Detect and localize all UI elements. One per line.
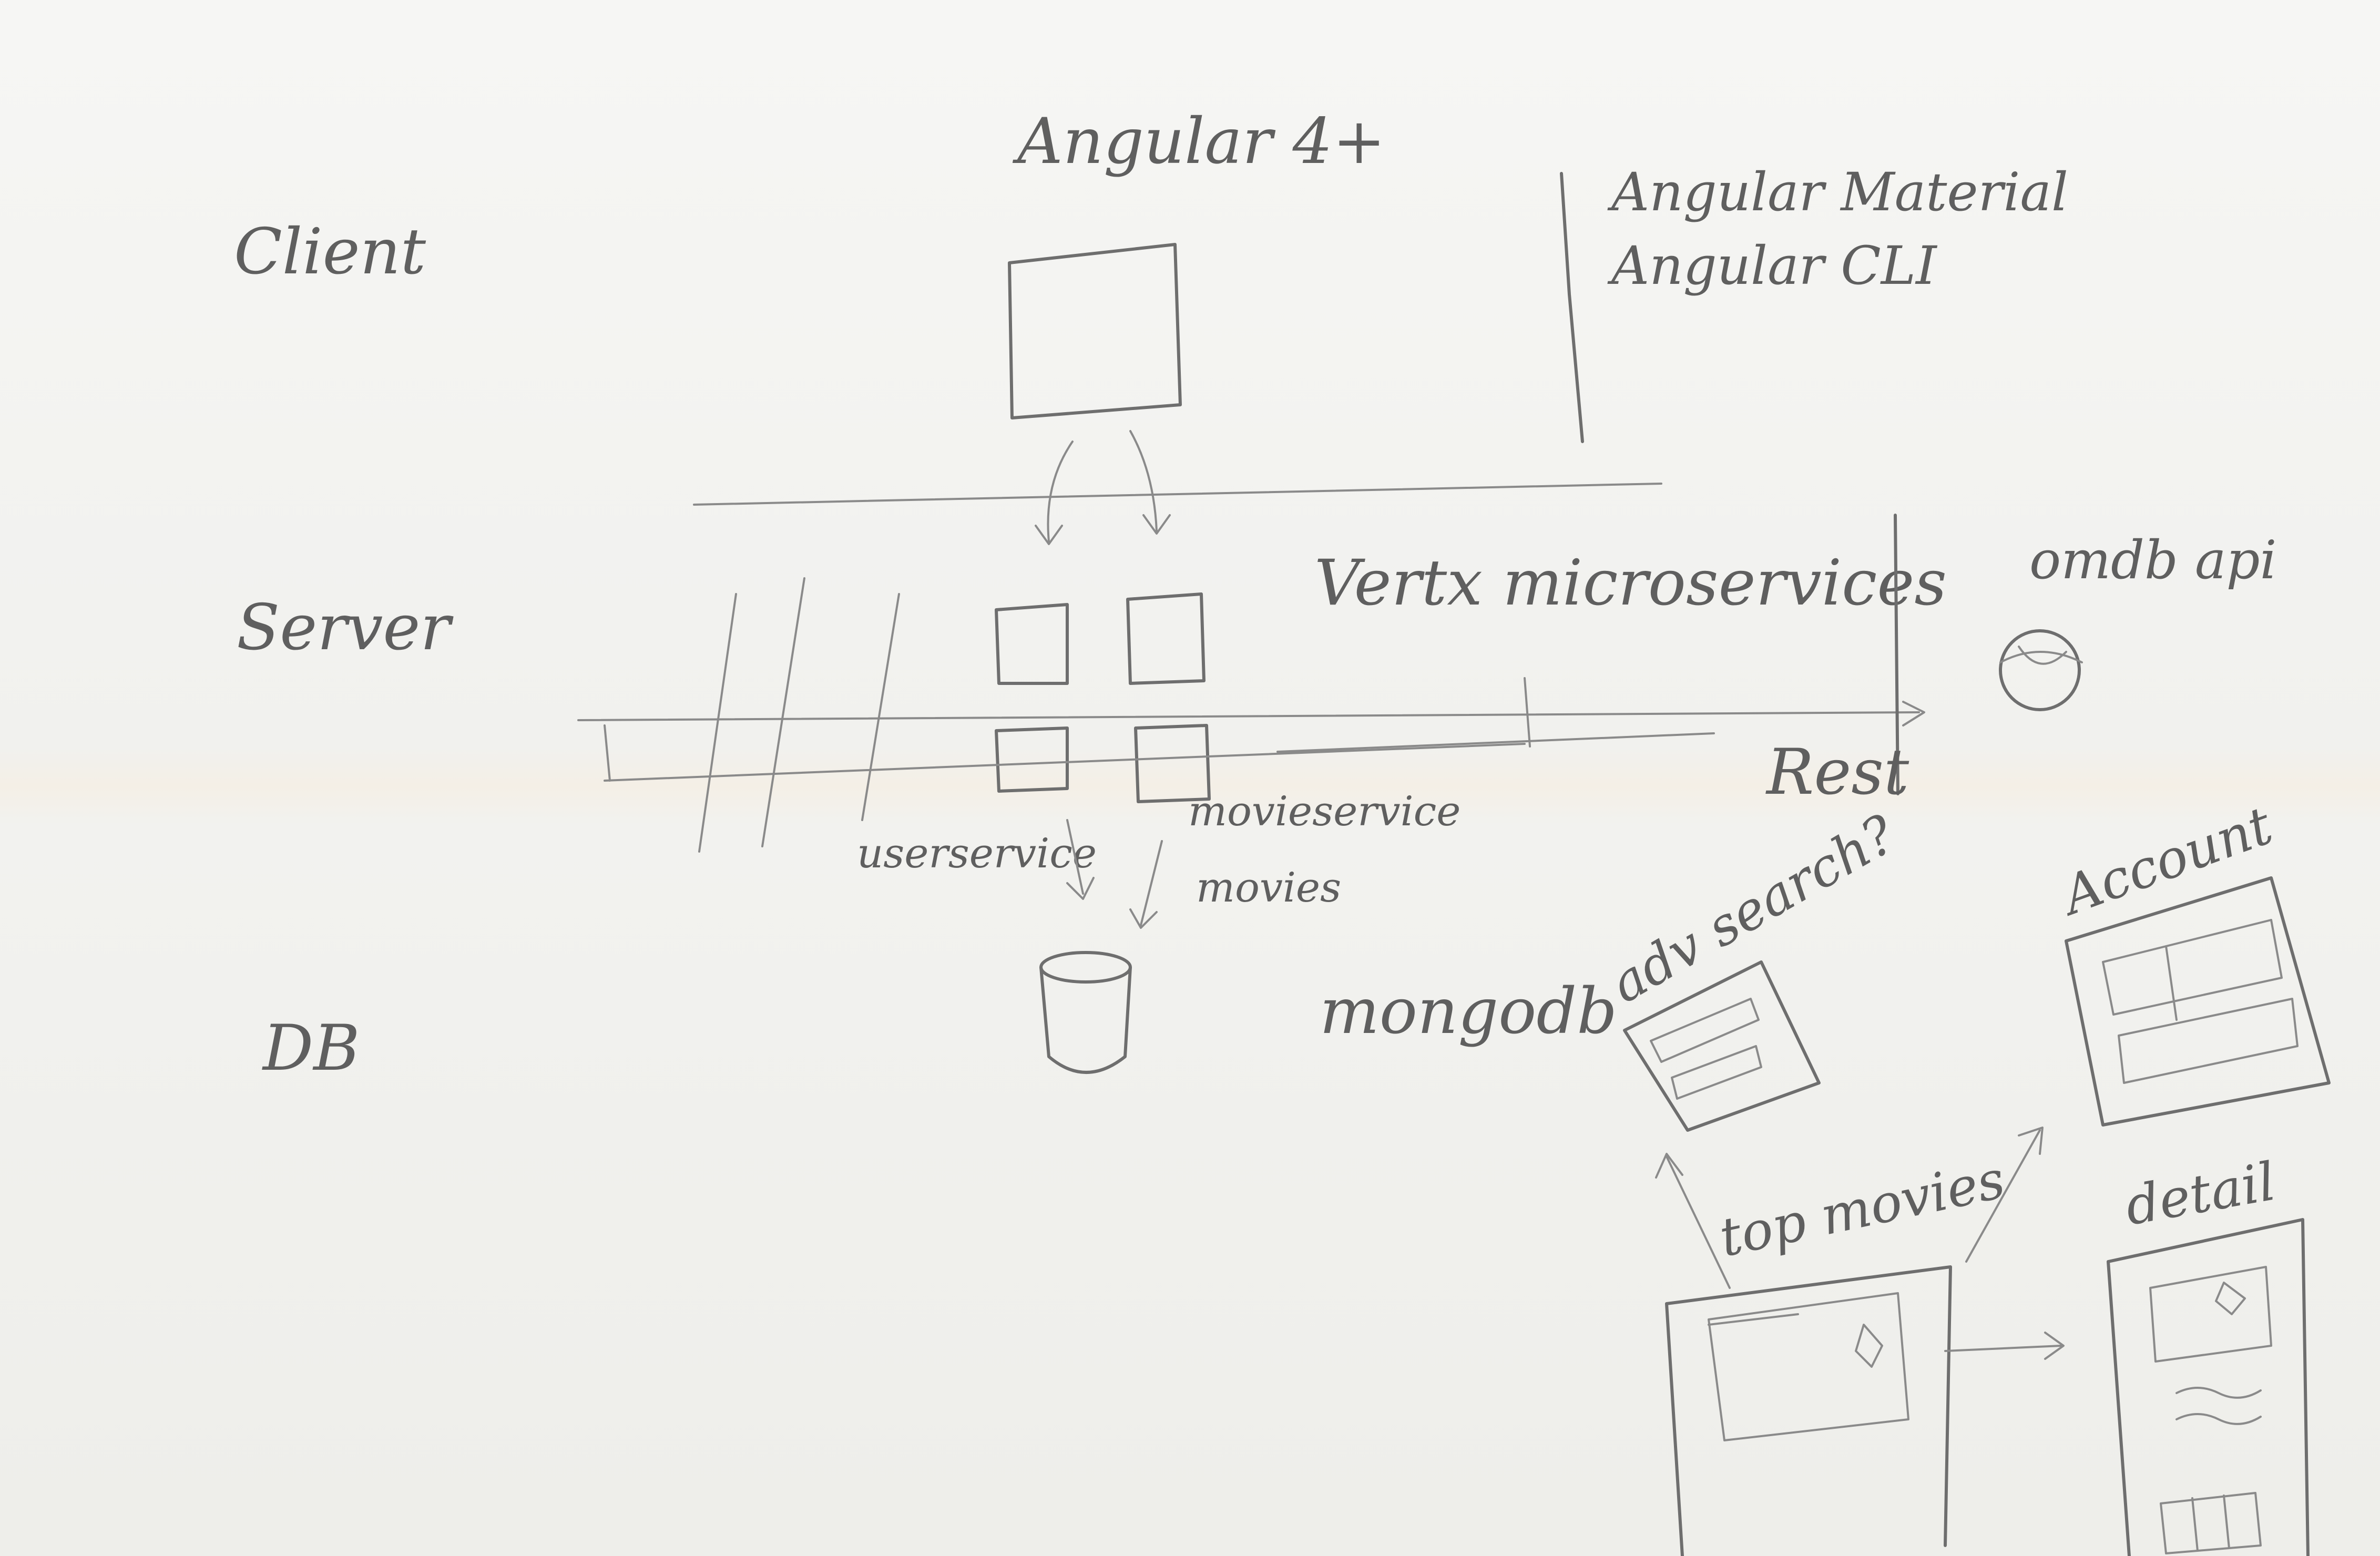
arrow-to-account (1965, 1129, 2041, 1263)
label-client: Client (234, 216, 426, 289)
arrow-to-adv-search (1666, 1155, 1731, 1289)
top-movies-label: top movies (1714, 1149, 2010, 1269)
arrow-client-to-userservice (1047, 441, 1074, 542)
external-api-label: omdb api (2029, 529, 2276, 591)
bus-hatching (698, 577, 900, 853)
account-label: Account (2051, 794, 2281, 928)
userservice-box-top (995, 603, 1069, 685)
lib-angular-material: Angular Material (1607, 161, 2068, 223)
account-wireframe (2065, 876, 2331, 1127)
label-server: Server (237, 591, 454, 664)
client-server-separator (693, 483, 1662, 506)
userservice-label: userservice (857, 830, 1097, 877)
vertx-bus (577, 677, 1920, 782)
lib-angular-cli: Angular CLI (1607, 235, 1938, 296)
movieservice-box-bottom (1134, 724, 1211, 803)
movieservice-box-top (1126, 592, 1206, 685)
arrow-client-to-movieservice (1129, 430, 1158, 532)
arrow-userservice-to-db (1066, 819, 1084, 895)
arrow-to-detail (1944, 1345, 2062, 1352)
database-name: mongodb (1320, 975, 1617, 1048)
adv-search-label: adv search? (1600, 803, 1907, 1015)
rest-label: Rest (1765, 736, 1909, 809)
detail-wireframe (2107, 1218, 2310, 1556)
globe-icon (1999, 629, 2083, 711)
detail-label: detail (2121, 1151, 2280, 1237)
client-divider (1560, 172, 1584, 443)
userservice-box-bottom (995, 726, 1069, 793)
movieservice-label: movieservice (1188, 788, 1460, 835)
server-title: Vertx microservices (1314, 547, 1947, 620)
adv-search-wireframe (1623, 960, 1821, 1132)
movies-label: movies (1196, 864, 1341, 912)
top-movies-wireframe (1665, 1265, 1952, 1556)
database-icon (1039, 951, 1132, 1074)
arrow-movieservice-to-db (1140, 840, 1163, 926)
label-db: DB (262, 1012, 360, 1085)
server-divider (1894, 514, 1899, 795)
angular-version-label: Angular 4+ (1012, 105, 1385, 178)
client-app-box (1008, 243, 1182, 419)
